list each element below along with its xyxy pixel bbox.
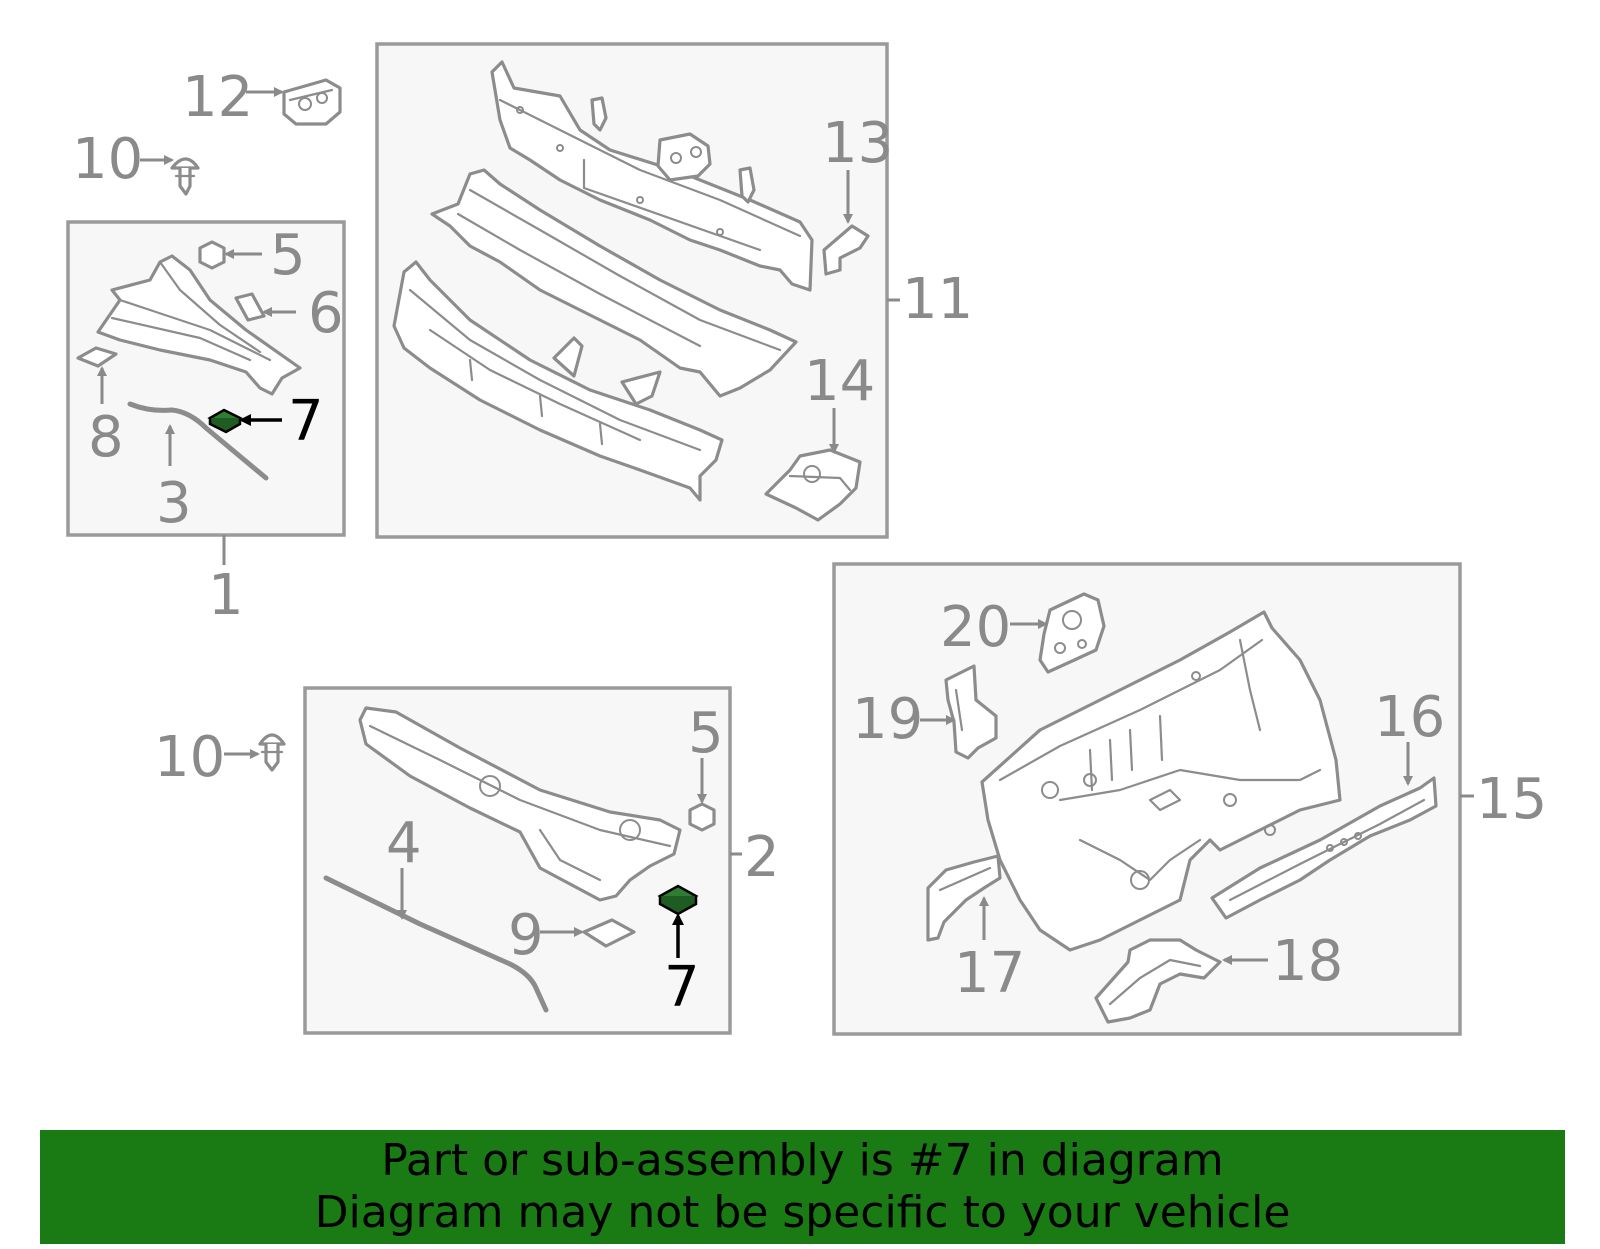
pad-part-8 — [76, 346, 118, 368]
info-banner: Part or sub-assembly is #7 in diagram Di… — [40, 1130, 1565, 1244]
cowl-panel-part-2 — [358, 706, 682, 902]
highlighted-part-7-upper — [207, 408, 243, 434]
cowl-lower-panel — [392, 260, 724, 502]
bracket-part-20 — [1038, 592, 1106, 674]
callout-2: 2 — [744, 825, 780, 890]
cowl-reinforcement — [430, 168, 798, 398]
callout-10-lower: 10 — [154, 725, 225, 790]
callout-14: 14 — [804, 349, 875, 414]
dash-bracket-small-c — [738, 166, 756, 204]
banner-line-2: Diagram may not be specific to your vehi… — [314, 1187, 1291, 1238]
callout-18: 18 — [1272, 929, 1343, 994]
banner-line-1: Part or sub-assembly is #7 in diagram — [381, 1135, 1224, 1186]
callout-5-lower: 5 — [688, 701, 724, 766]
callout-7-upper: 7 — [288, 389, 324, 454]
bracket-part-14 — [764, 448, 862, 522]
callout-5-upper: 5 — [270, 223, 306, 288]
cap-part-5-lower — [688, 802, 716, 832]
callout-20: 20 — [940, 595, 1011, 660]
dash-panel-part-11 — [490, 60, 814, 292]
callout-15: 15 — [1476, 767, 1547, 832]
bracket-part-12 — [282, 78, 342, 126]
callout-9: 9 — [508, 903, 544, 968]
callout-16: 16 — [1374, 685, 1445, 750]
callout-8: 8 — [88, 405, 124, 470]
cowl-panel-part-1 — [96, 254, 302, 396]
callout-6: 6 — [308, 281, 344, 346]
callout-12: 12 — [182, 65, 253, 130]
dash-bracket-small-b — [656, 132, 712, 182]
crossmember-part-18 — [1094, 938, 1222, 1024]
callout-4: 4 — [386, 811, 422, 876]
callout-17: 17 — [954, 941, 1025, 1006]
callout-7-lower: 7 — [664, 955, 700, 1020]
rail-part-16 — [1210, 776, 1438, 920]
callout-13: 13 — [822, 111, 893, 176]
gusset-a — [552, 336, 584, 378]
bracket-part-17 — [926, 854, 1002, 942]
bracket-part-13 — [822, 224, 870, 276]
callout-11: 11 — [902, 267, 973, 332]
seal-strip-part-3 — [127, 401, 269, 481]
seal-strip-part-4 — [323, 875, 549, 1013]
cap-part-5-upper — [198, 240, 226, 270]
gusset-b — [620, 370, 662, 406]
group-box-1 — [66, 220, 346, 537]
pad-part-9 — [582, 918, 636, 948]
clip-part-10-lower — [258, 733, 286, 772]
callout-1: 1 — [208, 563, 244, 628]
callout-19: 19 — [852, 687, 923, 752]
callout-3: 3 — [156, 471, 192, 536]
clip-part-10-upper — [170, 157, 200, 196]
dash-bracket-small-a — [590, 96, 608, 132]
callout-10-upper: 10 — [72, 127, 143, 192]
floor-pan-part-15 — [980, 610, 1342, 952]
